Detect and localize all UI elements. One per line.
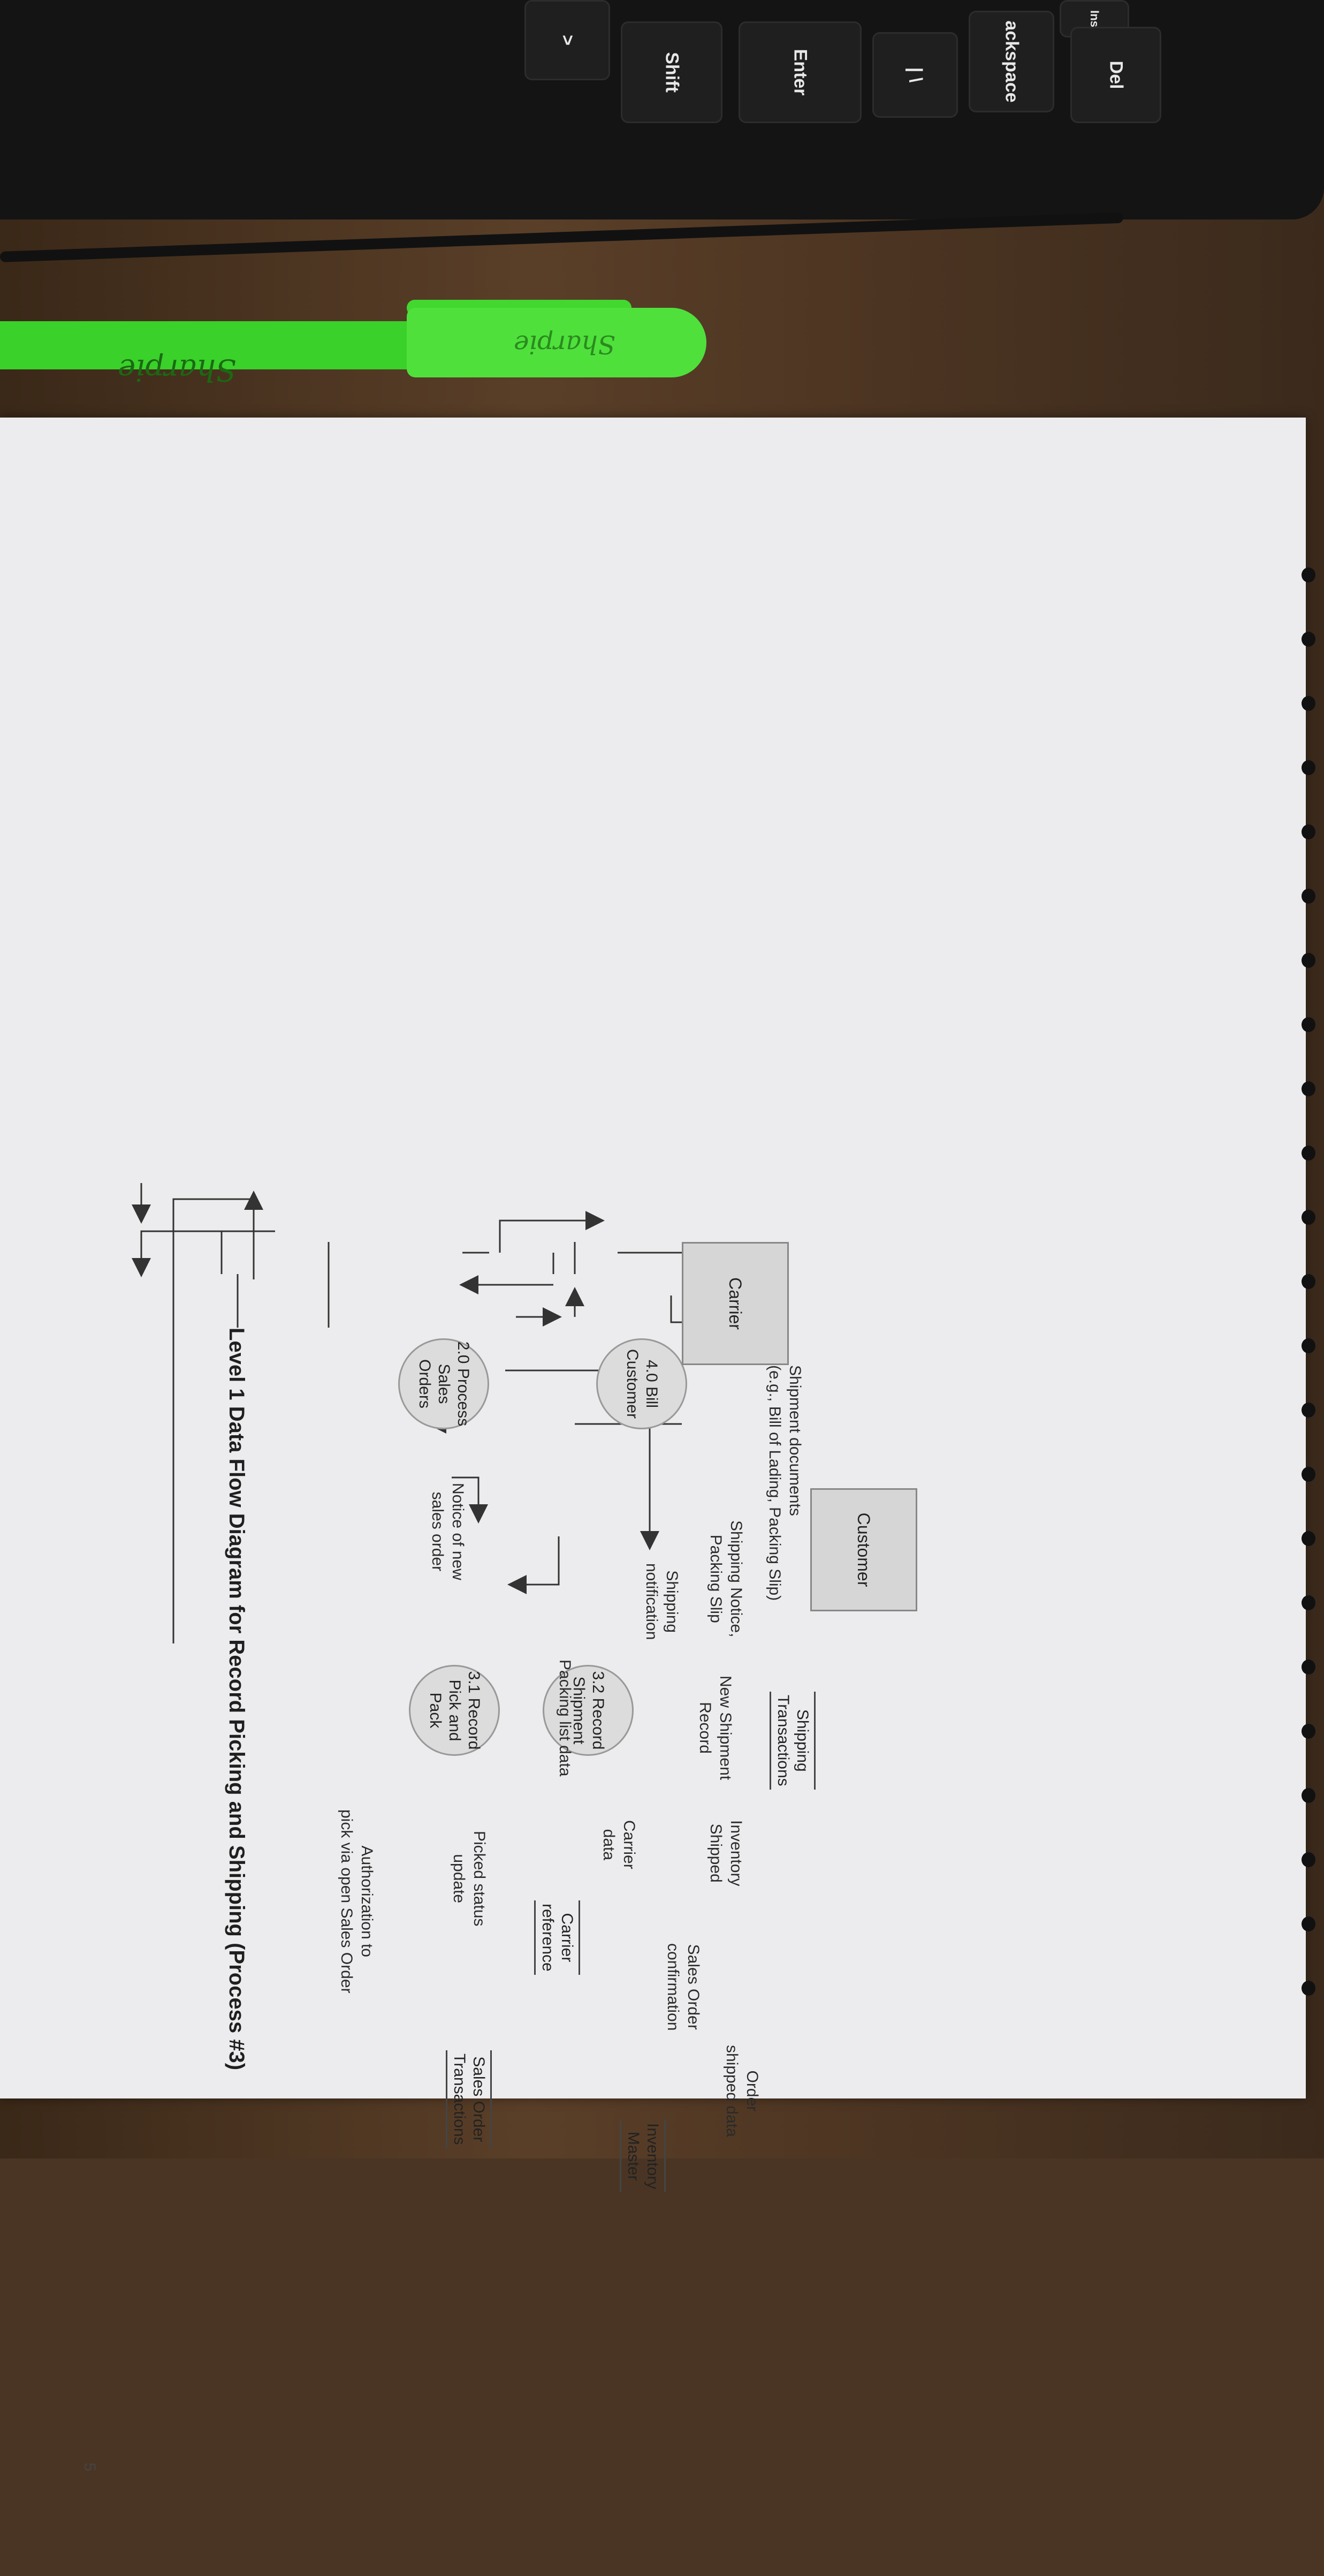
key-pipe: | \ (872, 32, 958, 118)
flow-lines (132, 1183, 772, 1643)
key-arrow: > (524, 0, 610, 80)
key-del: Del (1070, 27, 1161, 123)
flow-shipping-notice: Shipping Notice,Packing Slip (707, 1520, 745, 1638)
spiral-binding (1302, 567, 1318, 2066)
pen-brand-text: Sharpie (118, 352, 237, 387)
diagram-title: Level 1 Data Flow Diagram for Record Pic… (225, 1328, 248, 2071)
pen-cap: Sharpie (407, 308, 706, 377)
pen-cap-brand: Sharpie (514, 329, 615, 359)
data-flow-diagram: Level 1 Data Flow Diagram for Record Pic… (0, 418, 1324, 2576)
flow-shipment-documents: Shipment documents(e.g., Bill of Lading,… (766, 1365, 804, 1601)
key-enter: Enter (739, 21, 862, 123)
key-backspace: ackspace (969, 11, 1054, 112)
highlighter-pen: Sharpie Sharpie (0, 300, 706, 387)
flow-packing-list: Packing list data (556, 1660, 574, 1777)
keyboard: Ins Del ackspace | \ Enter Shift > (0, 0, 1324, 219)
key-shift: Shift (621, 21, 722, 123)
paper-sheet: Level 1 Data Flow Diagram for Record Pic… (0, 418, 1306, 2472)
entity-carrier: Carrier (682, 1242, 789, 1365)
entity-customer: Customer (810, 1488, 917, 1611)
pen-body: Sharpie (0, 321, 482, 387)
page-number: 5 (81, 2463, 98, 2472)
